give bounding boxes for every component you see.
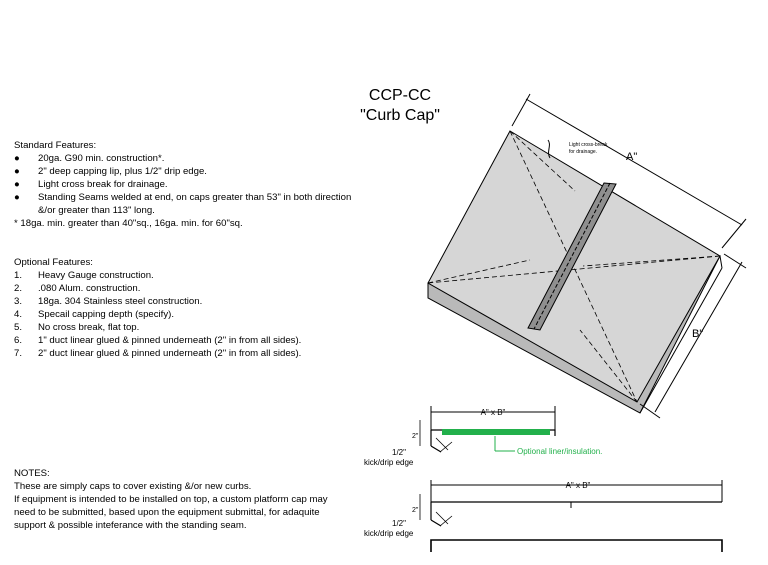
list-item-text: 18ga. 304 Stainless steel construction. xyxy=(38,296,203,307)
drip-label: kick/drip edge xyxy=(364,529,414,538)
seam-edge xyxy=(533,182,611,330)
list-item: 7. 2" duct linear glued & pinned undernea… xyxy=(14,347,362,360)
list-item: ● Standing Seams welded at end, on caps g… xyxy=(14,191,362,217)
list-item-text: 1" duct linear glued & pinned underneath… xyxy=(38,335,302,346)
list-item-text: 2" deep capping lip, plus 1/2" drip edge… xyxy=(38,166,207,177)
list-item: 4. Specail capping depth (specify). xyxy=(14,308,362,321)
dim-b-tick xyxy=(723,253,747,269)
list-item: ● Light cross break for drainage. xyxy=(14,178,362,191)
section-dim-label: A" x B" xyxy=(566,481,591,490)
gauge-footnote: * 18ga. min. greater than 40"sq., 16ga. … xyxy=(14,218,243,229)
item-number: 3. xyxy=(14,296,23,307)
item-number: 5. xyxy=(14,322,23,333)
bullet-icon: ● xyxy=(14,192,20,203)
item-number: 1. xyxy=(14,270,23,281)
drawing-subtitle: "Curb Cap" xyxy=(360,107,440,124)
drip-label: 1/2" xyxy=(392,448,406,457)
list-item-text: 20ga. G90 min. construction*. xyxy=(38,153,165,164)
list-item-text: Light cross break for drainage. xyxy=(38,179,168,190)
lip-label: 2" xyxy=(412,433,419,440)
dim-b-label: B" xyxy=(692,328,703,340)
skirt-line xyxy=(719,255,723,269)
break-label: Light cross-break xyxy=(569,142,608,148)
bullet-icon: ● xyxy=(14,166,20,177)
item-number: 2. xyxy=(14,283,23,294)
cap-top-surface xyxy=(427,130,721,403)
standing-seam xyxy=(527,182,617,331)
standard-features: Standard Features: ● 20ga. G90 min. const… xyxy=(14,139,362,230)
list-item: ● 20ga. G90 min. construction*. xyxy=(14,152,362,165)
list-item: ● 2" deep capping lip, plus 1/2" drip edg… xyxy=(14,165,362,178)
dim-a-line xyxy=(525,98,743,226)
list-item-text: No cross break, flat top. xyxy=(38,322,140,333)
list-item: 3. 18ga. 304 Stainless steel construction… xyxy=(14,295,362,308)
liner-label: Optional liner/insulation. xyxy=(517,447,602,456)
drip-label: kick/drip edge xyxy=(364,458,414,467)
skirt-line xyxy=(639,267,723,414)
list-item-text: .080 Alum. construction. xyxy=(38,283,141,294)
break-leader xyxy=(547,139,551,159)
list-item: 2. .080 Alum. construction. xyxy=(14,282,362,295)
list-item: 5. No cross break, flat top. xyxy=(14,321,362,334)
liner-strip xyxy=(442,429,550,435)
list-item-text: 2" duct linear glued & pinned underneath… xyxy=(38,348,302,359)
optional-features: Optional Features: 1. Heavy Gauge constru… xyxy=(14,256,362,360)
dim-a-label: A" xyxy=(626,151,637,163)
section-plain: A" x B" 2" 1/2" kick/drip edge xyxy=(364,480,723,552)
bullet-icon: ● xyxy=(14,153,20,164)
dim-b-tick xyxy=(639,403,661,419)
section-with-liner: A" x B" Optional liner/insulation. 2" 1/… xyxy=(364,406,602,467)
item-number: 7. xyxy=(14,348,23,359)
notes-section: NOTES: These are simply caps to cover ex… xyxy=(14,467,344,532)
item-number: 4. xyxy=(14,309,23,320)
dim-b-line xyxy=(654,261,743,413)
notes-line: These are simply caps to cover existing … xyxy=(14,481,252,492)
list-item-text: Heavy Gauge construction. xyxy=(38,270,154,281)
list-item: 1. Heavy Gauge construction. xyxy=(14,269,362,282)
dim-a-tick xyxy=(511,93,531,127)
item-number: 6. xyxy=(14,335,23,346)
standard-features-heading: Standard Features: xyxy=(14,140,97,151)
drip-label: 1/2" xyxy=(392,519,406,528)
section-dim-label: A" x B" xyxy=(481,408,506,417)
optional-features-heading: Optional Features: xyxy=(14,257,93,268)
notes-heading: NOTES: xyxy=(14,468,50,479)
list-item-text: Standing Seams welded at end, on caps gr… xyxy=(38,192,352,216)
lip-label: 2" xyxy=(412,507,419,514)
notes-line: If equipment is intended to be installed… xyxy=(14,494,328,531)
bullet-icon: ● xyxy=(14,179,20,190)
list-item-text: Specail capping depth (specify). xyxy=(38,309,174,320)
dim-a-tick xyxy=(721,218,747,249)
drawing-title: CCP-CC xyxy=(368,87,432,104)
cross-break-lines xyxy=(427,130,721,403)
break-label: for drainage. xyxy=(569,149,597,155)
list-item: 6. 1" duct linear glued & pinned undernea… xyxy=(14,334,362,347)
